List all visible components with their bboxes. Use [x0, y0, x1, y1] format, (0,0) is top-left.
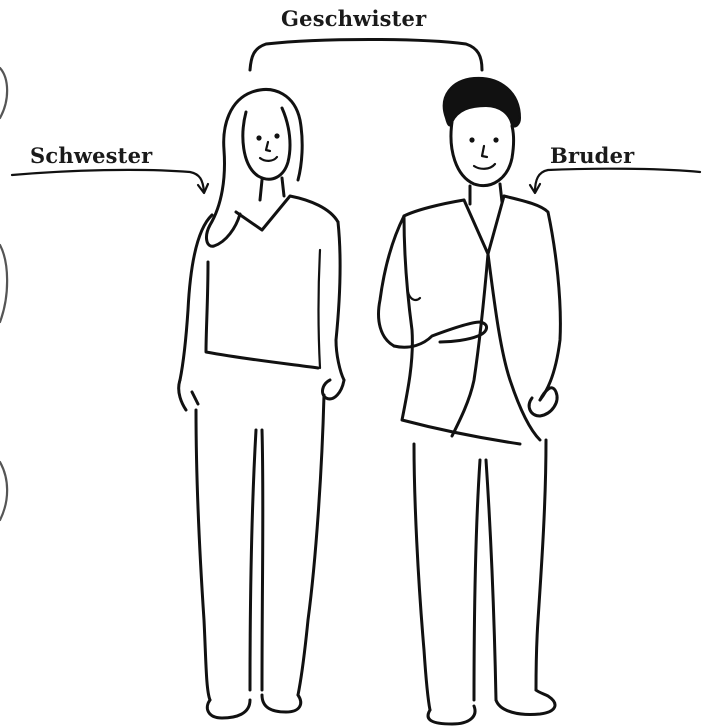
- sister-connector-line: [12, 170, 204, 192]
- siblings-bracket: [250, 40, 482, 71]
- brother-hair: [444, 78, 520, 127]
- sister-label: Schwester: [30, 143, 152, 168]
- left-edge-partial-figures: [0, 68, 7, 520]
- brother-figure: [379, 78, 561, 724]
- sister-hair: [207, 90, 303, 247]
- brother-connector-line: [535, 169, 700, 192]
- brother-label: Bruder: [550, 143, 634, 168]
- siblings-label: Geschwister: [281, 6, 426, 31]
